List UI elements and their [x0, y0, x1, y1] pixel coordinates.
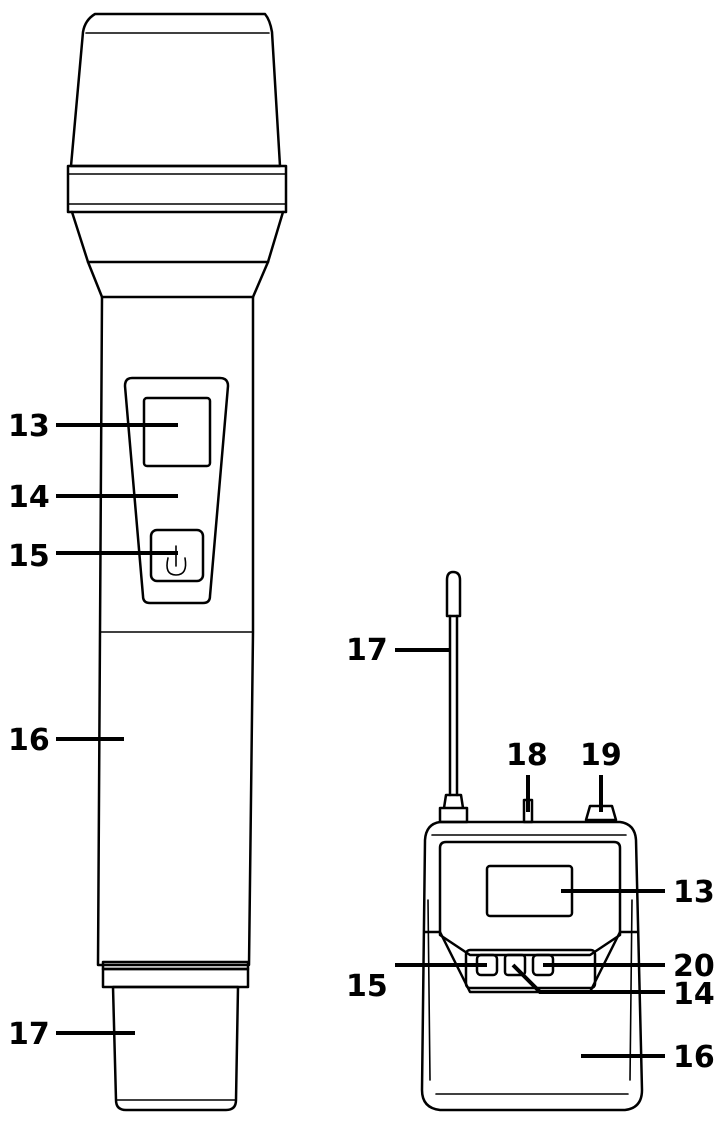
callout-bodypack-set-button: 20	[673, 949, 715, 984]
bodypack-antenna	[445, 570, 462, 618]
leader-bodypack-14	[511, 963, 665, 994]
bodypack-infrared-window	[503, 953, 527, 977]
bodypack-display	[485, 864, 574, 918]
power-icon	[166, 545, 187, 576]
callout-bodypack-antenna: 17	[346, 633, 388, 668]
handheld-display	[142, 396, 212, 468]
handheld-antenna-cap	[111, 985, 240, 1112]
bodypack-inner-edge	[427, 834, 633, 1081]
bodypack-antenna-shaft	[448, 614, 459, 797]
bodypack-body	[420, 820, 644, 1112]
handheld-microphone	[66, 12, 288, 1112]
bodypack-antenna-base	[438, 793, 469, 824]
handheld-band-line	[68, 173, 286, 205]
callout-bodypack-input-jack: 18	[506, 738, 548, 773]
handheld-band-ring	[66, 164, 288, 214]
handheld-control-panel	[123, 376, 230, 605]
callout-bodypack-mute-switch: 19	[580, 738, 622, 773]
handheld-power-switch	[149, 528, 205, 583]
handheld-grille	[69, 12, 282, 168]
bodypack-face-panel	[438, 840, 622, 957]
bodypack-battery-cover	[423, 930, 640, 994]
handheld-neck-collar	[86, 260, 270, 299]
callout-bodypack-power-button: 15	[346, 969, 388, 1004]
callout-handheld-display: 13	[8, 409, 50, 444]
callout-bodypack-infrared-window: 14	[673, 977, 715, 1012]
bodypack-button-strip	[464, 948, 597, 990]
callout-handheld-antenna: 17	[8, 1017, 50, 1052]
handheld-neck	[70, 210, 285, 264]
bodypack-transmitter	[420, 570, 644, 1112]
callout-handheld-infrared-window: 14	[8, 480, 50, 515]
handheld-bottom-ring-2	[101, 967, 250, 989]
callout-handheld-power-switch: 15	[8, 539, 50, 574]
handheld-body	[96, 295, 255, 967]
bodypack-mute-switch	[584, 804, 618, 822]
callout-labels: 13 14 15 16 17 17 18 19 13 15 20 14 16	[8, 409, 715, 1075]
callout-bodypack-battery-cover: 16	[673, 1040, 715, 1075]
callout-handheld-battery-cover: 16	[8, 723, 50, 758]
leader-lines	[56, 423, 665, 1058]
callout-bodypack-display: 13	[673, 875, 715, 910]
